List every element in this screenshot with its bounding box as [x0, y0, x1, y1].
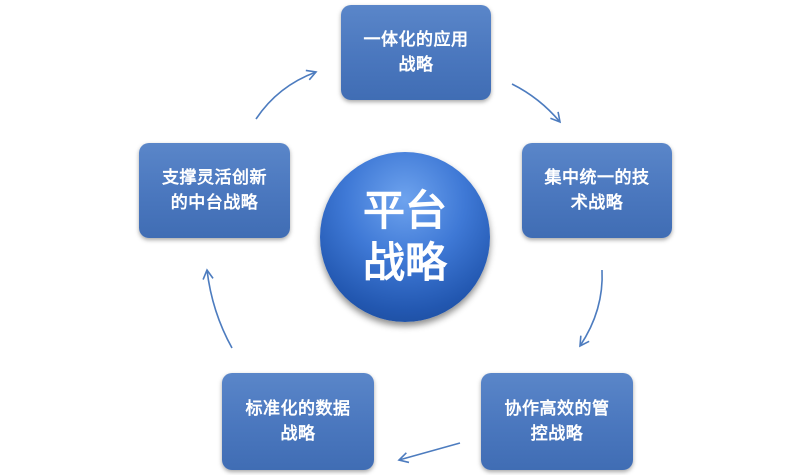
arrow-left-to-top — [255, 69, 318, 120]
node-collaborative-governance-strategy: 协作高效的管 控战略 — [481, 373, 633, 470]
node-label-line: 协作高效的管 — [504, 398, 610, 419]
node-integrated-application-strategy: 一体化的应用 战略 — [341, 5, 491, 100]
arrow-bottom-left-to-left — [202, 268, 233, 349]
node-label-line: 支撑灵活创新 — [162, 167, 267, 188]
center-label-line: 平台 — [362, 186, 447, 235]
node-label-line: 集中统一的技 — [544, 167, 650, 188]
node-label-line: 控战略 — [530, 423, 584, 444]
node-middle-platform-strategy: 支撑灵活创新 的中台战略 — [139, 143, 290, 238]
node-label-line: 一体化的应用 — [363, 29, 469, 50]
node-unified-technology-strategy: 集中统一的技 术战略 — [522, 143, 672, 238]
node-standardized-data-strategy: 标准化的数据 战略 — [222, 373, 374, 470]
node-label-line: 的中台战略 — [170, 192, 259, 213]
center-platform-strategy: 平台 战略 — [320, 152, 490, 322]
node-label-line: 战略 — [398, 54, 434, 75]
arrow-right-to-bottom-right — [579, 269, 603, 348]
node-label-line: 标准化的数据 — [245, 398, 351, 419]
arrow-bottom-right-to-bottom-left — [397, 442, 461, 464]
center-label-line: 战略 — [362, 238, 447, 287]
node-label-line: 术战略 — [570, 192, 624, 213]
node-label-line: 战略 — [280, 423, 316, 444]
arrow-top-to-right — [511, 83, 562, 124]
